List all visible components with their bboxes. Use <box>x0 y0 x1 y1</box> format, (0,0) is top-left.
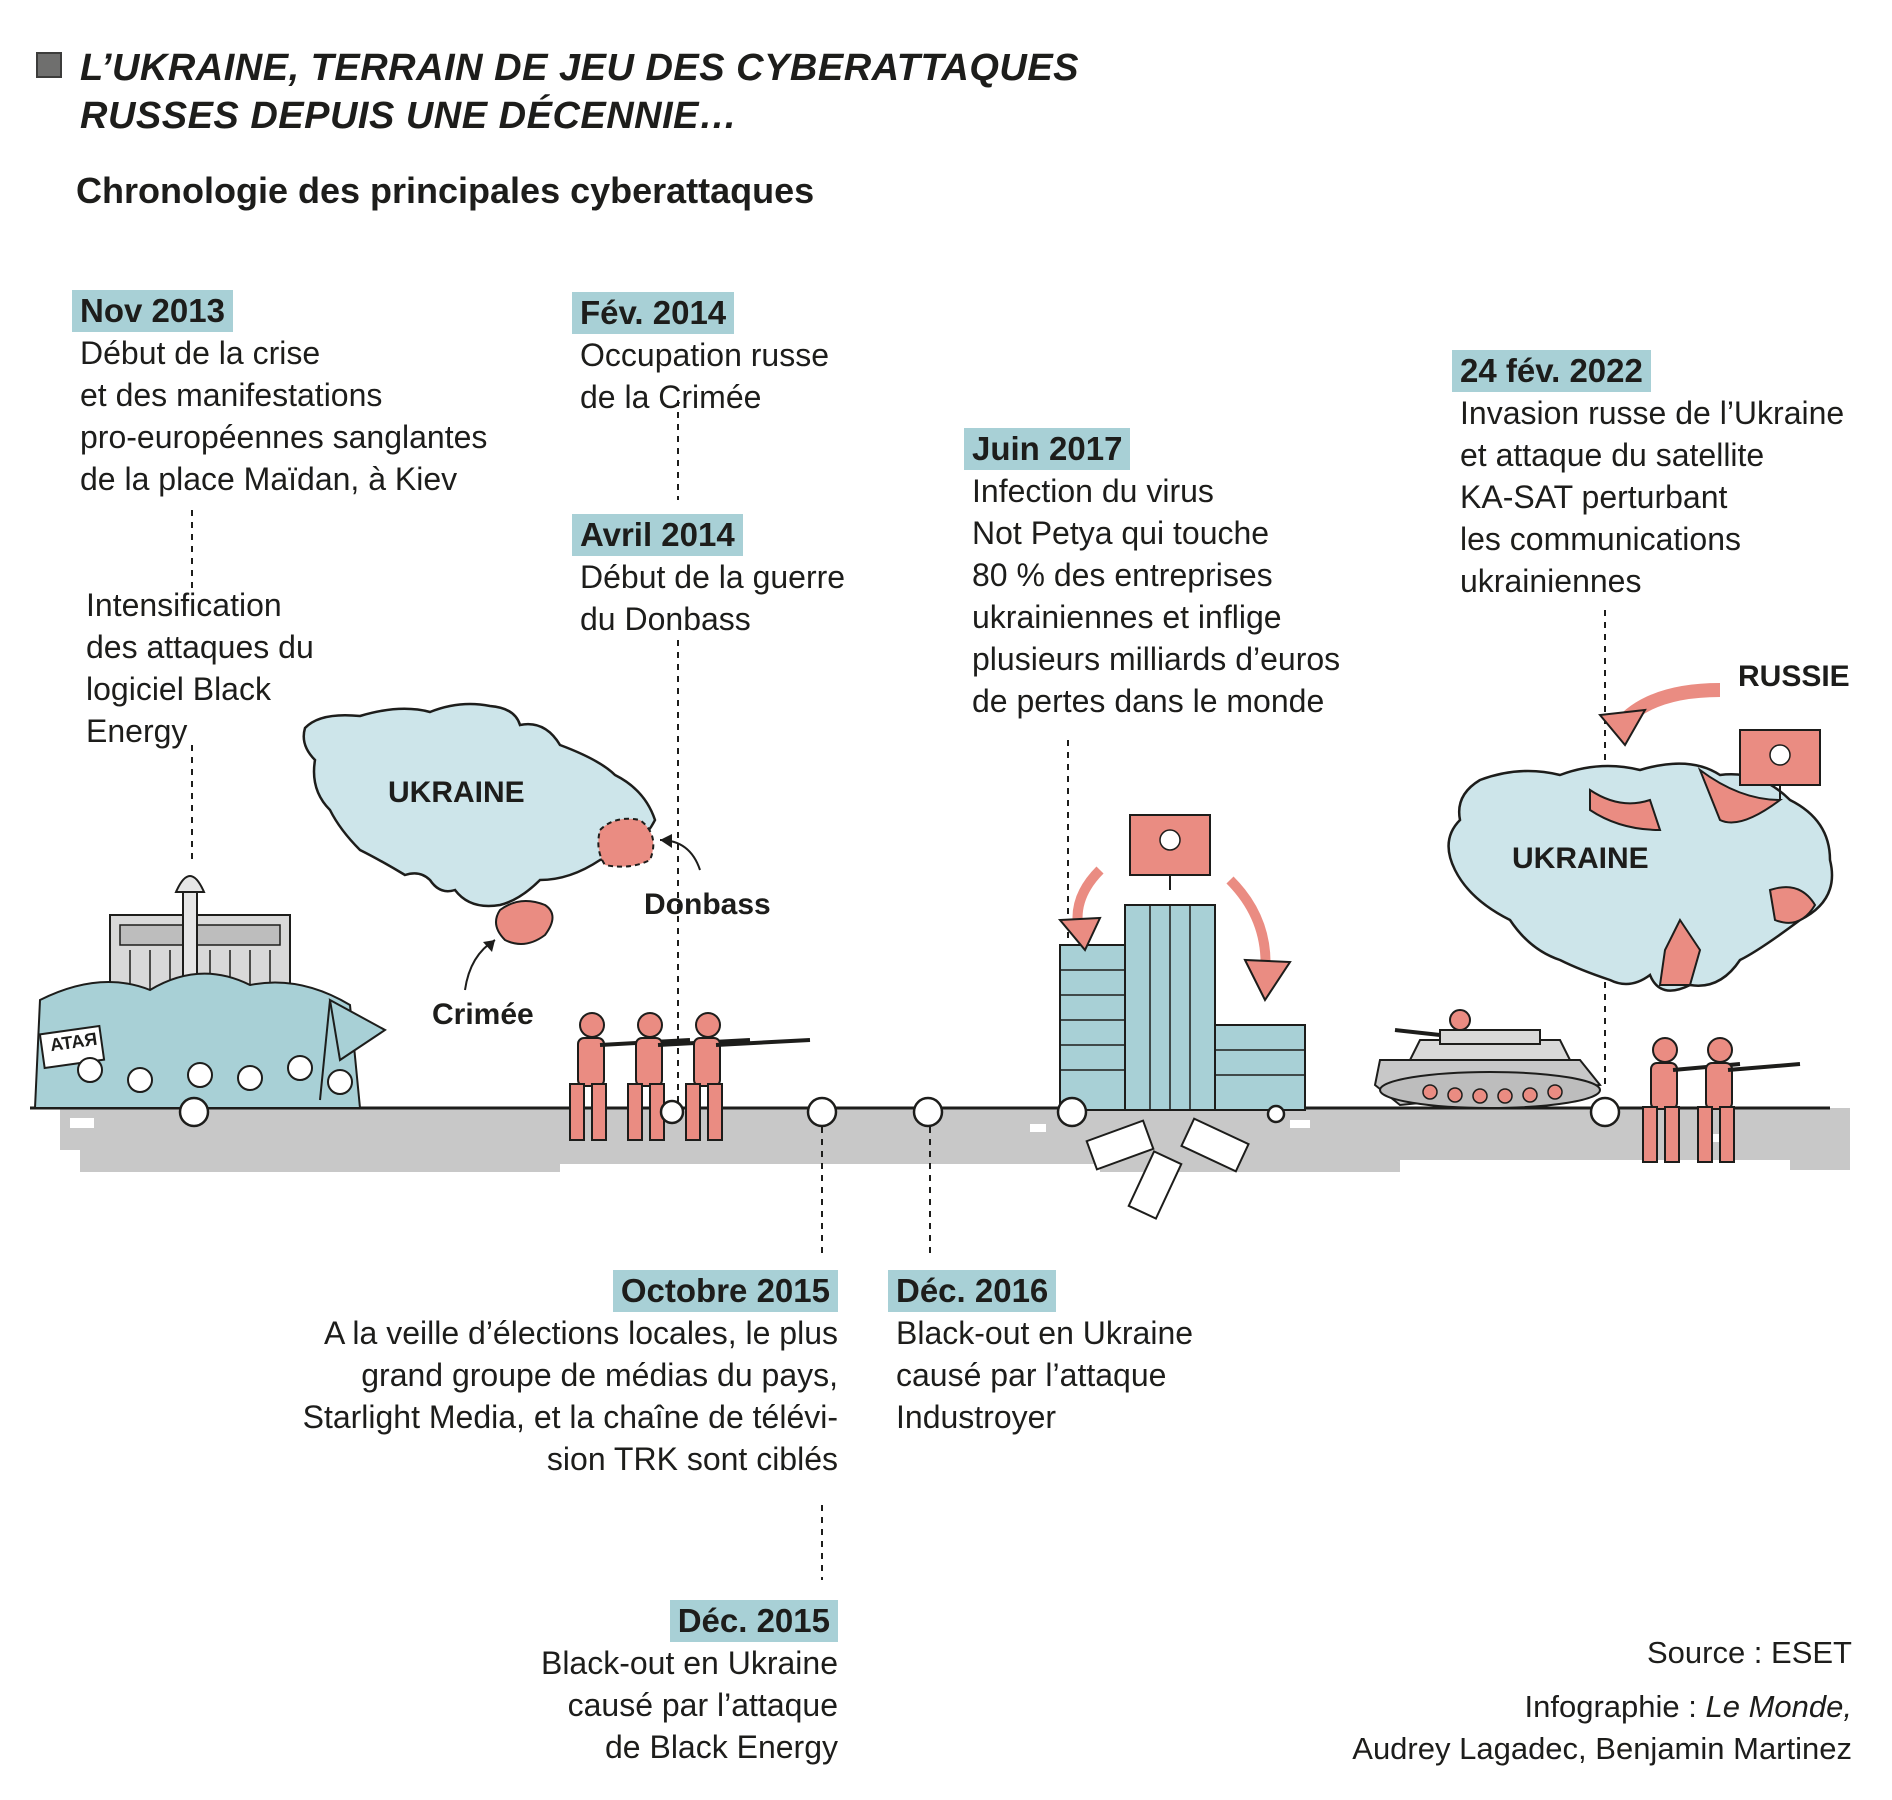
event-text: Black-out en Ukraine causé par l’attaque… <box>540 1645 838 1765</box>
tank-illustration <box>1373 1009 1602 1109</box>
event-fev2014: Fév. 2014 Occupation russe de la Crimée <box>572 292 829 418</box>
map-label-donbass: Donbass <box>644 888 771 921</box>
source-credit: Source : ESET <box>1646 1635 1852 1670</box>
event-juin2017: Juin 2017 Infection du virus Not Petya q… <box>964 428 1340 722</box>
map-label-russie: RUSSIE <box>1738 660 1850 693</box>
soldiers-right-illustration <box>1642 1037 1801 1163</box>
buildings-illustration <box>1057 814 1306 1220</box>
page-title: L’UKRAINE, TERRAIN DE JEU DES CYBERATTAQ… <box>80 44 1079 140</box>
event-date: Octobre 2015 <box>612 1270 838 1312</box>
soldiers-illustration <box>569 1012 811 1141</box>
event-text: Intensification des attaques du logiciel… <box>86 587 314 749</box>
ground-strip <box>60 1108 1850 1172</box>
marker-fev2022 <box>1589 1096 1621 1128</box>
event-text: Début de la guerre du Donbass <box>580 559 846 637</box>
marker-2014 <box>659 1099 685 1125</box>
event-nov2013-note: Intensification des attaques du logiciel… <box>86 584 314 752</box>
skull-icon <box>1769 744 1791 766</box>
event-text: Occupation russe de la Crimée <box>580 337 830 415</box>
event-date: Déc. 2015 <box>669 1600 838 1642</box>
banknotes <box>1085 1117 1250 1220</box>
map-label-ukraine-left: UKRAINE <box>388 776 525 809</box>
event-date: Avril 2014 <box>572 514 743 556</box>
marker-small <box>1266 1104 1286 1124</box>
event-avr2014: Avril 2014 Début de la guerre du Donbass <box>572 514 845 640</box>
event-date: Déc. 2016 <box>888 1270 1057 1312</box>
infographic-outlet: Le Monde, <box>1705 1689 1853 1724</box>
event-date: Fév. 2014 <box>572 292 735 334</box>
title-line-2: RUSSES DEPUIS UNE DÉCENNIE… <box>80 95 738 137</box>
ukraine-map-right <box>1447 683 1834 992</box>
map-label-ukraine-right: UKRAINE <box>1512 842 1649 875</box>
donbass-region <box>597 817 655 868</box>
skull-monitor-right <box>1739 729 1821 786</box>
event-dec2015: Déc. 2015 Black-out en Ukraine causé par… <box>541 1600 838 1768</box>
flag <box>328 998 387 1062</box>
marker-dec2016 <box>912 1096 944 1128</box>
skull-icon <box>1159 829 1181 851</box>
infographic-authors: Audrey Lagadec, Benjamin Martinez <box>1352 1731 1852 1766</box>
timeline-markers <box>178 1096 1621 1128</box>
event-dec2016: Déc. 2016 Black-out en Ukraine causé par… <box>888 1270 1193 1438</box>
event-date: Juin 2017 <box>964 428 1131 470</box>
event-date: Nov 2013 <box>72 290 233 332</box>
map-label-crimee: Crimée <box>432 998 534 1031</box>
event-fev2022: 24 fév. 2022 Invasion russe de l’Ukraine… <box>1452 350 1844 602</box>
event-oct2015: Octobre 2015 A la veille d’élections loc… <box>303 1270 838 1480</box>
marker-oct2015 <box>806 1096 838 1128</box>
event-date: 24 fév. 2022 <box>1452 350 1651 392</box>
event-text: Invasion russe de l’Ukraine et attaque d… <box>1460 395 1845 599</box>
maidan-illustration <box>33 875 387 1109</box>
skull-monitor <box>1129 814 1211 876</box>
ukraine-map-left <box>302 702 701 991</box>
title-square-icon <box>36 52 62 78</box>
marker-nov2013 <box>178 1096 210 1128</box>
crimea-region <box>495 900 554 945</box>
marker-juin2017 <box>1056 1096 1088 1128</box>
event-text: A la veille d’élections locales, le plus… <box>302 1315 838 1477</box>
page-subtitle: Chronologie des principales cyberattaque… <box>76 170 815 211</box>
event-text: Black-out en Ukraine causé par l’attaque… <box>896 1315 1194 1435</box>
event-text: Infection du virus Not Petya qui touche … <box>972 473 1341 719</box>
event-text: Début de la crise et des manifestations … <box>80 335 488 497</box>
infographic-prefix: Infographie : <box>1524 1689 1706 1724</box>
title-line-1: L’UKRAINE, TERRAIN DE JEU DES CYBERATTAQ… <box>80 47 1080 89</box>
event-nov2013: Nov 2013 Début de la crise et des manife… <box>72 290 487 500</box>
infographic-credit: Infographie : Le Monde, Audrey Lagadec, … <box>1352 1686 1852 1770</box>
